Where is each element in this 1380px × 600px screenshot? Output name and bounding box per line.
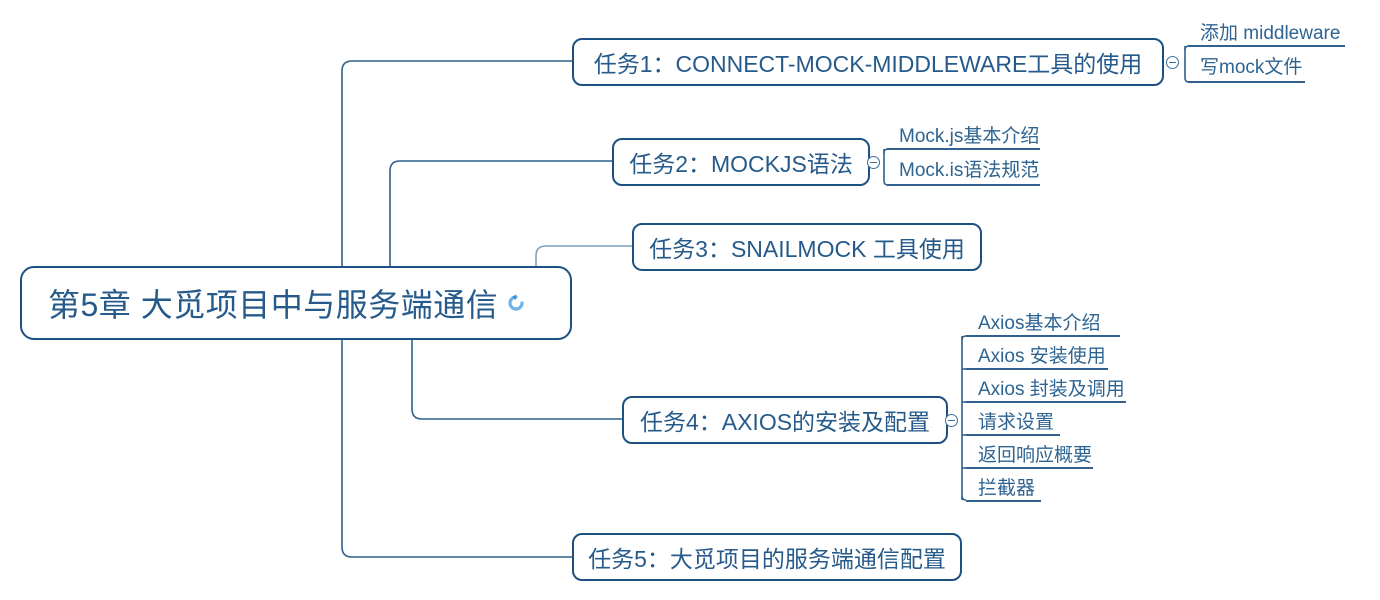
leaf-label: 写mock文件 bbox=[1200, 56, 1303, 78]
leaf-underline bbox=[887, 184, 1040, 186]
leaf-item[interactable]: Axios基本介绍 bbox=[966, 306, 1100, 336]
task-label: 任务1：CONNECT-MOCK-MIDDLEWARE工具的使用 bbox=[593, 51, 1143, 77]
task-node-task5[interactable]: 任务5：大觅项目的服务端通信配置 bbox=[572, 533, 962, 581]
task-label: 任务2：MOCKJS语法 bbox=[629, 151, 853, 177]
leaf-underline bbox=[966, 434, 1060, 436]
root-label: 第5章 大觅项目中与服务端通信 bbox=[48, 287, 499, 323]
leaf-item[interactable]: Axios 安装使用 bbox=[966, 339, 1106, 369]
task-node-task3[interactable]: 任务3：SNAILMOCK 工具使用 bbox=[632, 223, 982, 271]
leaf-underline bbox=[966, 500, 1041, 502]
leaf-underline bbox=[966, 368, 1108, 370]
leaf-underline bbox=[966, 401, 1126, 403]
root-node[interactable]: 第5章 大觅项目中与服务端通信 bbox=[20, 266, 572, 340]
leaf-item[interactable]: 请求设置 bbox=[966, 405, 1054, 435]
leaf-item[interactable]: 返回响应概要 bbox=[966, 438, 1092, 468]
collapse-toggle-task1[interactable] bbox=[1166, 56, 1179, 69]
leaf-label: 请求设置 bbox=[978, 411, 1055, 433]
leaf-label: 添加 middleware bbox=[1200, 22, 1341, 44]
leaf-label: Axios 封装及调用 bbox=[978, 378, 1125, 400]
leaf-label: 拦截器 bbox=[978, 477, 1036, 499]
leaf-underline bbox=[1188, 81, 1305, 83]
leaf-label: 返回响应概要 bbox=[978, 444, 1093, 466]
collapse-toggle-task4[interactable] bbox=[945, 414, 958, 427]
leaf-item[interactable]: 拦截器 bbox=[966, 471, 1035, 501]
leaf-label: Mock.is语法规范 bbox=[899, 159, 1040, 181]
leaf-label: Mock.js基本介绍 bbox=[899, 125, 1040, 147]
task-node-task2[interactable]: 任务2：MOCKJS语法 bbox=[612, 138, 870, 186]
collapse-toggle-task2[interactable] bbox=[867, 156, 880, 169]
refresh-arrow-icon bbox=[506, 293, 526, 313]
leaf-label: Axios基本介绍 bbox=[978, 312, 1101, 334]
leaf-item[interactable]: 写mock文件 bbox=[1188, 49, 1302, 81]
leaf-label: Axios 安装使用 bbox=[978, 345, 1106, 367]
task-node-task1[interactable]: 任务1：CONNECT-MOCK-MIDDLEWARE工具的使用 bbox=[572, 38, 1164, 86]
leaf-item[interactable]: Mock.js基本介绍 bbox=[887, 119, 1039, 149]
task-label: 任务3：SNAILMOCK 工具使用 bbox=[649, 236, 965, 262]
leaf-item[interactable]: Mock.is语法规范 bbox=[887, 152, 1039, 184]
task-label: 任务4：AXIOS的安装及配置 bbox=[639, 409, 931, 435]
task-node-task4[interactable]: 任务4：AXIOS的安装及配置 bbox=[622, 396, 948, 444]
leaf-underline bbox=[966, 467, 1093, 469]
task-label: 任务5：大觅项目的服务端通信配置 bbox=[588, 546, 946, 572]
leaf-item[interactable]: Axios 封装及调用 bbox=[966, 372, 1125, 402]
leaf-item[interactable]: 添加 middleware bbox=[1188, 16, 1340, 46]
